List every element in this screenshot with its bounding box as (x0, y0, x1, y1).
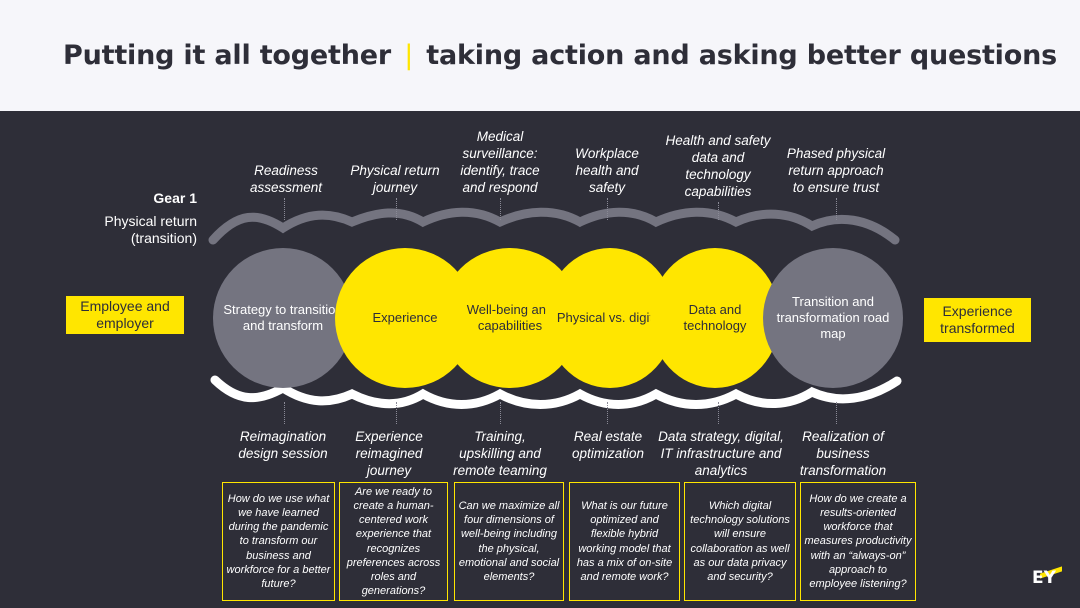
bottom-wave (210, 375, 902, 409)
top-label: Readiness assessment (249, 163, 323, 195)
top-wave (208, 207, 900, 245)
bottom-label: Reimagination design session (238, 429, 328, 461)
leader-line (836, 198, 837, 220)
question-box: How do we use what we have learned durin… (222, 482, 335, 601)
bottom-label: Realization of business transformation (799, 429, 887, 478)
bottom-label: Data strategy, digital, IT infrastructur… (658, 429, 784, 478)
leader-line (396, 198, 397, 220)
gear-title: Gear 1 (153, 190, 197, 206)
leader-line (836, 402, 837, 424)
leader-line (396, 402, 397, 424)
leader-line (718, 202, 719, 220)
top-label: Physical return journey (350, 163, 440, 195)
top-label: Workplace health and safety (575, 146, 639, 195)
top-label: Medical surveillance: identify, trace an… (460, 129, 540, 195)
leader-line (500, 198, 501, 220)
question-box: Are we ready to create a human-centered … (339, 482, 448, 601)
leader-line (284, 402, 285, 424)
title-part-1: Putting it all together (63, 40, 391, 71)
bottom-label: Training, upskilling and remote teaming (453, 429, 547, 478)
bottom-label: Real estate optimization (571, 429, 645, 461)
top-label: Phased physical return approach to ensur… (786, 146, 886, 195)
leader-line (718, 402, 719, 424)
title-separator: | (404, 40, 414, 71)
circle-strategy: Strategy to transition and transform (213, 248, 353, 388)
output-box-experience-transformed: Experience transformed (924, 298, 1031, 342)
question-box: Can we maximize all four dimensions of w… (454, 482, 564, 601)
leader-line (500, 402, 501, 424)
gear-description: Physical return (transition) (104, 213, 197, 246)
question-box: How do we create a results-oriented work… (800, 482, 916, 601)
circle-transition-roadmap: Transition and transformation road map (763, 248, 903, 388)
leader-line (607, 402, 608, 424)
title-part-2: taking action and asking better question… (426, 40, 1057, 71)
circle-data-technology: Data and technology (650, 248, 780, 388)
page-title: Putting it all together | taking action … (63, 40, 1057, 71)
circle-physical-digital: Physical vs. digital (545, 248, 675, 388)
leader-line (284, 198, 285, 220)
question-box: Which digital technology solutions will … (684, 482, 796, 601)
leader-line (607, 198, 608, 220)
input-box-employee-employer: Employee and employer (66, 296, 184, 334)
header: Putting it all together | taking action … (0, 0, 1080, 111)
question-box: What is our future optimized and flexibl… (569, 482, 680, 601)
top-label: Health and safety data and technology ca… (665, 133, 771, 199)
ey-logo: EY (1032, 568, 1056, 588)
bottom-label: Experience reimagined journey (355, 429, 423, 478)
